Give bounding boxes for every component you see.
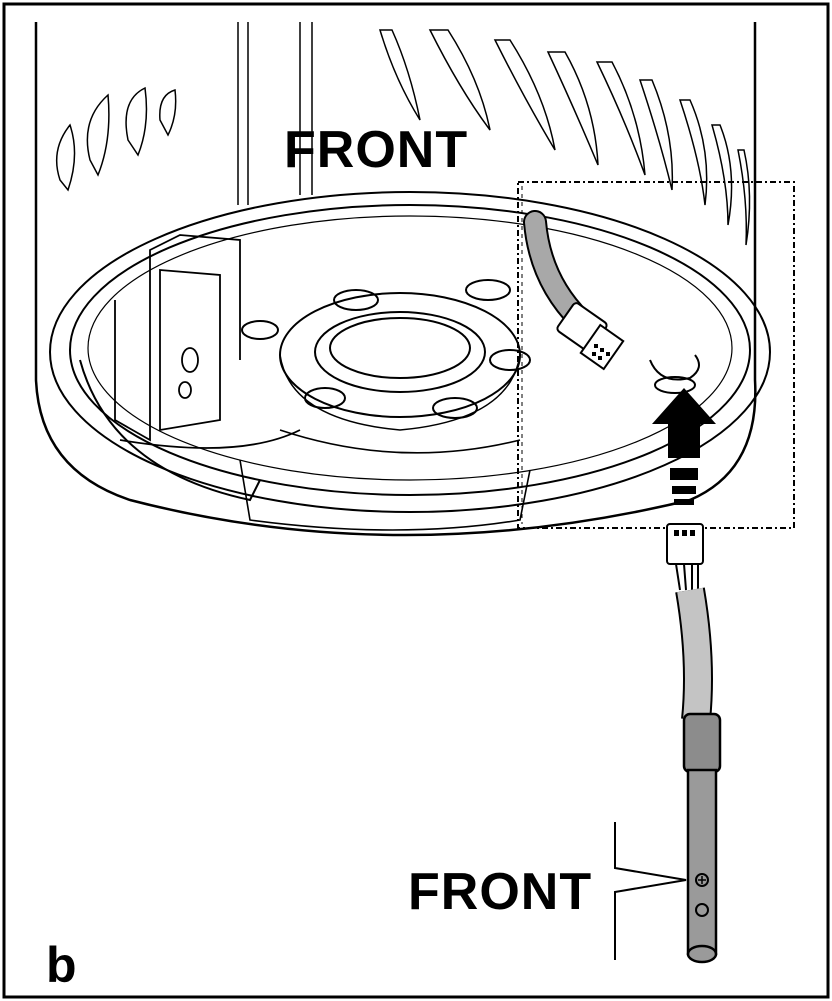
internal-cable [523, 210, 625, 371]
base-opening [649, 354, 700, 394]
front-label-bottom: FRONT [408, 863, 593, 921]
front-label-top: FRONT [284, 121, 469, 179]
insert-direction-arrow [652, 388, 716, 505]
vent-slots [55, 29, 751, 246]
sensor-probe [682, 712, 722, 964]
appliance-body [34, 22, 757, 537]
external-cable [675, 587, 713, 722]
base-ring [49, 191, 771, 513]
central-hub [241, 279, 531, 431]
left-bracket [114, 234, 301, 449]
detail-highlight-box [517, 181, 795, 529]
lower-plate [239, 429, 531, 531]
step-label: b [46, 937, 77, 993]
external-connector [666, 523, 704, 591]
front-indicator-line [614, 822, 687, 960]
